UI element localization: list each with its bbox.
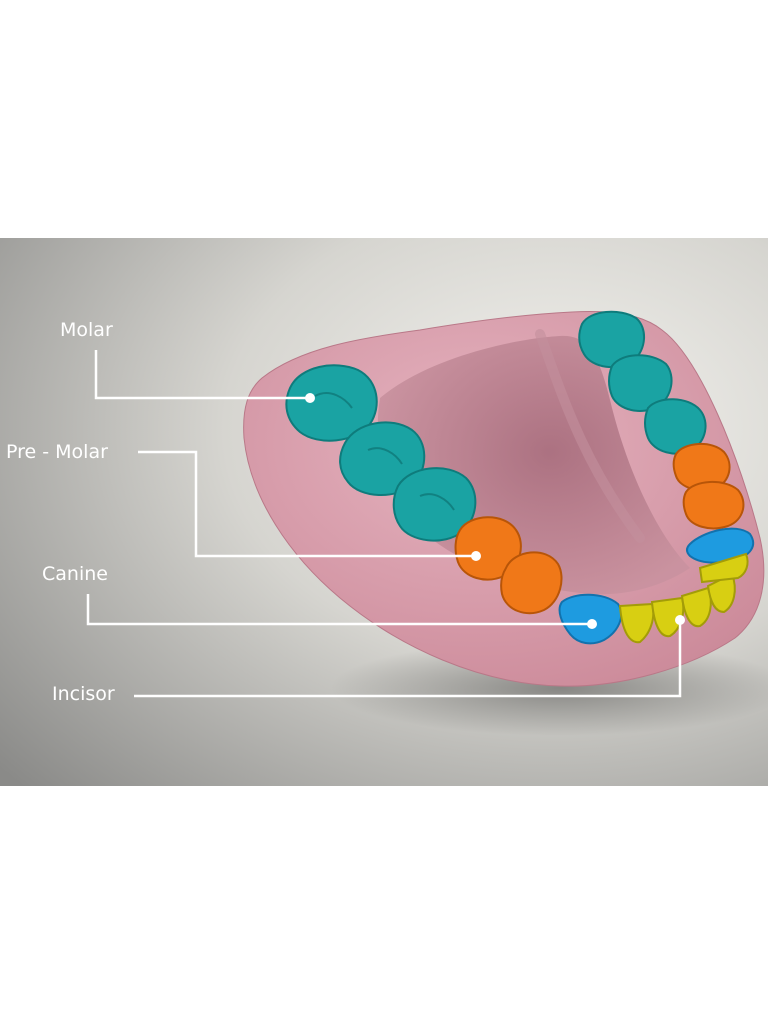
molar-groove [419, 493, 455, 511]
canine-group [558, 527, 755, 645]
diagram-panel: Molar Pre - Molar Canine Incisor [0, 238, 768, 786]
incisor-group [618, 552, 749, 644]
incisor-dot [675, 615, 685, 625]
leader-dots [305, 393, 685, 629]
premolar-leader-line [138, 450, 476, 558]
premolar-dot [471, 551, 481, 561]
incisor-label: Incisor [52, 683, 115, 705]
canine-leader-line [86, 594, 592, 626]
molar-groove [314, 392, 353, 409]
molar-label: Molar [60, 319, 113, 341]
canine-label: Canine [42, 563, 108, 585]
premolar-group [454, 443, 745, 615]
premolar-label: Pre - Molar [6, 441, 108, 463]
molar-dot [305, 393, 315, 403]
molar-group-left [285, 364, 477, 542]
incisor-leader-line [134, 620, 682, 698]
dental-arch-diagram: Molar Pre - Molar Canine Incisor [0, 238, 768, 786]
molar-group-right [578, 310, 707, 455]
molar-groove [367, 447, 403, 465]
leader-lines [86, 350, 682, 698]
premolar-tooth [682, 481, 745, 530]
incisor-tooth [706, 572, 736, 614]
molar-leader-line [94, 350, 310, 400]
premolar-tooth [500, 551, 563, 615]
incisor-tooth [698, 552, 749, 584]
palate-ridge [535, 329, 645, 543]
canine-dot [587, 619, 597, 629]
